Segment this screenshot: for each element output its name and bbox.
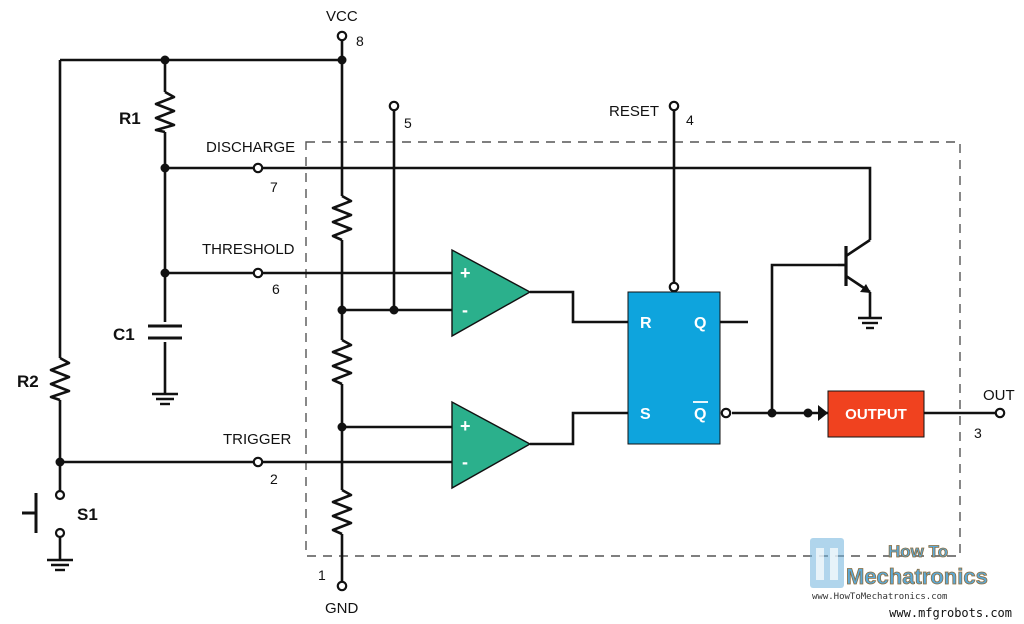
howtomechatronics-logo: How To Mechatronics www.HowToMechatronic… (810, 538, 988, 602)
discharge-label: DISCHARGE (206, 139, 295, 156)
discharge-terminal (252, 162, 264, 174)
r1-label: R1 (119, 109, 141, 128)
flip-flop-s-input: S (640, 406, 651, 423)
gnd-pin-number: 1 (318, 567, 326, 583)
reset-terminal (668, 100, 680, 112)
logo-line2: Mechatronics (846, 564, 988, 589)
trigger-label: TRIGGER (223, 431, 292, 448)
reset-label: RESET (609, 103, 659, 120)
s1-label: S1 (77, 505, 98, 524)
transistor-base-wire (770, 263, 838, 413)
upper-comp-out-wire (530, 290, 628, 324)
junction-dots (55, 55, 813, 467)
divider-resistor-bottom (331, 488, 353, 536)
lower-comparator-plus: + (460, 416, 471, 436)
sr-flip-flop: R Q S Q (627, 291, 721, 445)
threshold-label: THRESHOLD (202, 241, 295, 258)
lower-comparator: + - (451, 400, 532, 490)
flip-flop-r-input: R (640, 315, 652, 332)
logo-url: www.HowToMechatronics.com (812, 592, 947, 602)
lower-comp-out-wire (530, 411, 628, 446)
r2-label: R2 (17, 372, 39, 391)
c1-ground-symbol (152, 392, 178, 406)
control-terminal (388, 100, 400, 112)
flip-flop-q-output: Q (694, 315, 706, 332)
upper-comparator: + - (451, 248, 532, 338)
upper-comparator-minus: - (462, 300, 468, 320)
divider-resistor-top (331, 194, 353, 242)
discharge-pin-number: 7 (270, 179, 278, 195)
qbar-inversion-bubble (720, 407, 732, 419)
control-pin-number: 5 (404, 115, 412, 131)
out-pin-number: 3 (974, 425, 982, 441)
vcc-terminal (336, 30, 348, 42)
reset-pin-number: 4 (686, 112, 694, 128)
out-terminal (994, 407, 1006, 419)
vcc-label: VCC (326, 8, 358, 25)
threshold-terminal (252, 267, 264, 279)
footer-watermark: www.mfgrobots.com (889, 606, 1012, 620)
lower-comparator-minus: - (462, 452, 468, 472)
trigger-terminal (252, 456, 264, 468)
ic-boundary (305, 141, 961, 557)
gnd-terminal (336, 580, 348, 592)
discharge-transistor (838, 238, 882, 330)
threshold-pin-number: 6 (272, 281, 280, 297)
output-block-label: OUTPUT (845, 406, 907, 423)
discharge-wire (165, 166, 872, 240)
output-buffer: OUTPUT (818, 390, 925, 438)
s1-switch (22, 489, 66, 560)
logo-line1: How To (888, 542, 948, 561)
c1-label: C1 (113, 325, 135, 344)
c1-capacitor (148, 324, 182, 340)
vcc-pin-number: 8 (356, 33, 364, 49)
r1-resistor (154, 90, 176, 134)
out-label: OUT (983, 387, 1015, 404)
divider-resistor-middle (331, 338, 353, 386)
gnd-label: GND (325, 600, 359, 617)
trigger-pin-number: 2 (270, 471, 278, 487)
reset-inversion-bubble (668, 281, 680, 293)
s1-ground-symbol (47, 558, 73, 572)
r2-resistor (49, 356, 71, 402)
flip-flop-qbar-output: Q (694, 406, 706, 423)
upper-comparator-plus: + (460, 263, 471, 283)
